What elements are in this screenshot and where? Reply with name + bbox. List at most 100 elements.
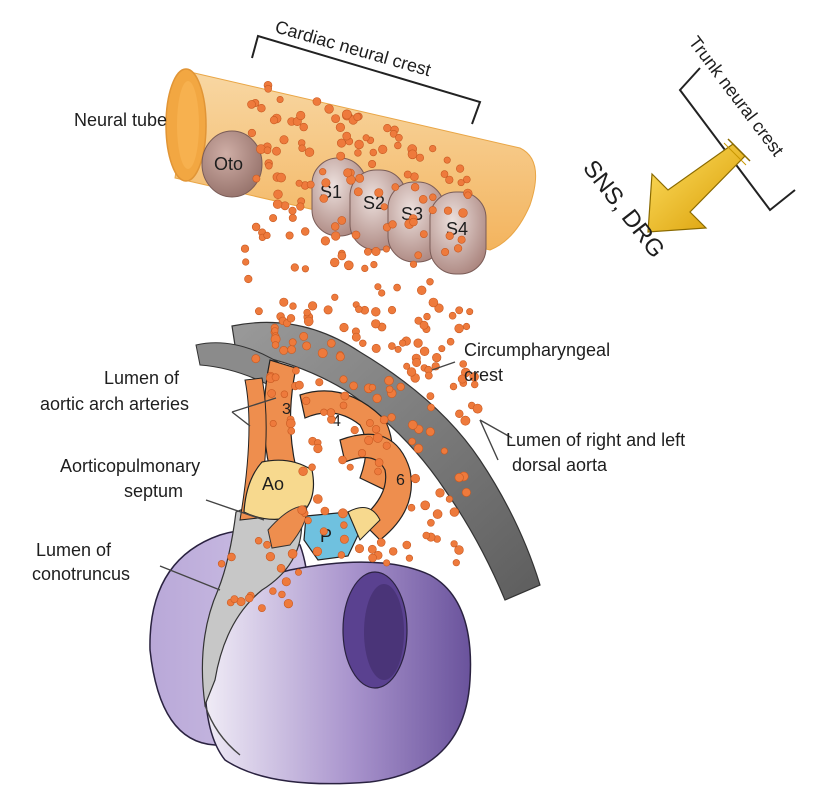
crest-cell bbox=[388, 306, 396, 314]
crest-cell bbox=[462, 488, 470, 496]
crest-cell bbox=[302, 266, 309, 273]
crest-cell bbox=[299, 467, 308, 476]
crest-cell bbox=[277, 173, 286, 182]
crest-cell bbox=[321, 237, 330, 246]
crest-cell bbox=[459, 209, 468, 218]
aorticopulmonary-label-2: septum bbox=[124, 481, 183, 501]
crest-cell bbox=[270, 588, 277, 595]
dorsal-aorta-label-1: Lumen of right and left bbox=[506, 430, 685, 450]
crest-cell bbox=[273, 200, 282, 209]
crest-cell bbox=[372, 344, 380, 352]
ao-label: Ao bbox=[262, 474, 284, 494]
crest-cell bbox=[342, 110, 351, 119]
lumen-conotruncus-label-1: Lumen of bbox=[36, 540, 112, 560]
crest-cell bbox=[389, 221, 397, 229]
crest-cell bbox=[231, 596, 238, 603]
crest-cell bbox=[344, 261, 353, 270]
crest-cell bbox=[369, 554, 377, 562]
crest-cell bbox=[340, 323, 349, 332]
crest-cell bbox=[289, 207, 296, 214]
crest-cell bbox=[293, 367, 300, 374]
crest-cell bbox=[365, 436, 373, 444]
crest-cell bbox=[284, 599, 293, 608]
crest-cell bbox=[321, 507, 329, 515]
crest-cell bbox=[383, 246, 389, 252]
crest-cell bbox=[308, 302, 317, 311]
circumpharyngeal-label-2: crest bbox=[464, 365, 503, 385]
oto-label: Oto bbox=[214, 154, 243, 174]
crest-cell bbox=[295, 569, 301, 575]
crest-cell bbox=[429, 145, 436, 152]
crest-cell bbox=[280, 298, 288, 306]
crest-cell bbox=[304, 317, 313, 326]
crest-cell bbox=[455, 546, 464, 555]
crest-cell bbox=[218, 560, 225, 567]
crest-cell bbox=[286, 232, 293, 239]
crest-cell bbox=[264, 232, 271, 239]
crest-cell bbox=[453, 559, 460, 566]
crest-cell bbox=[296, 180, 302, 186]
crest-cell bbox=[412, 358, 420, 366]
crest-cell bbox=[241, 245, 249, 253]
crest-cell bbox=[383, 442, 390, 449]
crest-cell bbox=[411, 183, 419, 191]
crest-cell bbox=[426, 428, 434, 436]
crest-cell bbox=[252, 223, 260, 231]
crest-cell bbox=[373, 433, 382, 442]
arch-3-label: 3 bbox=[282, 401, 291, 418]
crest-cell bbox=[473, 404, 482, 413]
crest-cell bbox=[341, 392, 349, 400]
crest-cell bbox=[455, 473, 464, 482]
crest-cell bbox=[461, 416, 470, 425]
crest-cell bbox=[378, 290, 385, 297]
lumen-arch-label-1: Lumen of bbox=[104, 368, 180, 388]
crest-cell bbox=[354, 188, 362, 196]
crest-cell bbox=[274, 190, 283, 199]
aorticopulmonary-label-1: Aorticopulmonary bbox=[60, 456, 200, 476]
crest-cell bbox=[388, 343, 395, 350]
crest-cell bbox=[290, 303, 297, 310]
crest-cell bbox=[336, 123, 345, 132]
crest-cell bbox=[385, 376, 394, 385]
crest-cell bbox=[359, 340, 366, 347]
crest-cell bbox=[352, 333, 360, 341]
crest-cell bbox=[266, 162, 273, 169]
crest-cell bbox=[340, 402, 347, 409]
crest-cell bbox=[307, 181, 314, 188]
crest-cell bbox=[242, 259, 249, 266]
crest-cell bbox=[316, 379, 323, 386]
crest-cell bbox=[324, 306, 332, 314]
crest-cell bbox=[375, 468, 382, 475]
crest-cell bbox=[258, 605, 265, 612]
crest-cell bbox=[424, 313, 431, 320]
crest-cell bbox=[268, 389, 276, 397]
crest-cell bbox=[395, 134, 402, 141]
crest-cell bbox=[371, 261, 378, 268]
crest-cell bbox=[375, 189, 383, 197]
crest-cell bbox=[277, 96, 283, 102]
crest-cell bbox=[352, 231, 360, 239]
crest-cell bbox=[381, 204, 388, 211]
crest-cell bbox=[336, 353, 344, 361]
crest-cell bbox=[455, 410, 463, 418]
crest-cell bbox=[444, 207, 452, 215]
crest-cell bbox=[338, 252, 346, 260]
crest-cell bbox=[432, 353, 441, 362]
crest-cell bbox=[253, 175, 260, 182]
crest-cell bbox=[341, 522, 348, 529]
crest-cell bbox=[331, 232, 340, 241]
crest-cell bbox=[296, 111, 305, 120]
crest-cell bbox=[272, 374, 279, 381]
crest-cell bbox=[408, 504, 415, 511]
crest-cell bbox=[351, 426, 359, 434]
crest-cell bbox=[375, 284, 381, 290]
crest-cell bbox=[436, 489, 445, 498]
crest-cell bbox=[373, 394, 382, 403]
crest-cell bbox=[313, 495, 322, 504]
crest-cell bbox=[272, 342, 279, 349]
crest-cell bbox=[287, 314, 295, 322]
crest-cell bbox=[344, 169, 352, 177]
crest-cell bbox=[394, 284, 401, 291]
crest-cell bbox=[338, 509, 347, 518]
arch-6-label: 6 bbox=[396, 472, 405, 489]
